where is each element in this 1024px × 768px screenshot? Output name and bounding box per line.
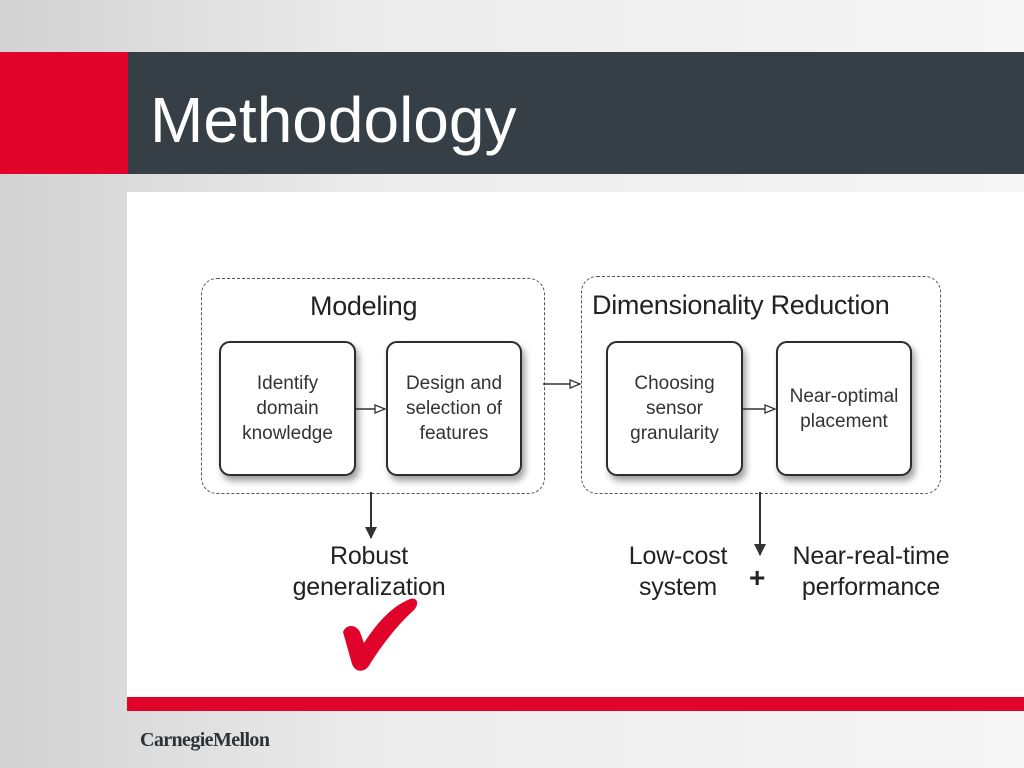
choosing-sensor-granularity-label: Choosing sensor granularity <box>630 373 719 444</box>
design-selection-features-box: Design and selection of features <box>386 341 522 476</box>
near-optimal-placement-label: Near-optimal placement <box>789 385 899 432</box>
plus-sign: + <box>749 562 766 593</box>
choosing-sensor-granularity-box: Choosing sensor granularity <box>606 341 743 476</box>
modeling-group-title: Modeling <box>310 291 418 321</box>
carnegie-mellon-logo: CarnegieMellon <box>140 729 270 751</box>
title-accent-block <box>0 52 128 174</box>
identify-domain-knowledge-label: Identify domain knowledge <box>242 373 333 444</box>
identify-domain-knowledge-box: Identify domain knowledge <box>219 341 356 476</box>
slide-title: Methodology <box>150 84 517 156</box>
robust-generalization-text: Robust generalization <box>292 542 446 601</box>
design-selection-features-label: Design and selection of features <box>405 373 503 444</box>
footer-accent-line <box>127 697 1024 711</box>
dimensionality-reduction-group-title: Dimensionality Reduction <box>592 290 890 320</box>
low-cost-system-text: Low-cost system <box>628 542 728 601</box>
modeling-group <box>201 278 545 494</box>
title-bar <box>128 52 1024 174</box>
near-optimal-placement-box: Near-optimal placement <box>776 341 912 476</box>
near-real-time-performance-text: Near-real-time performance <box>792 542 950 601</box>
